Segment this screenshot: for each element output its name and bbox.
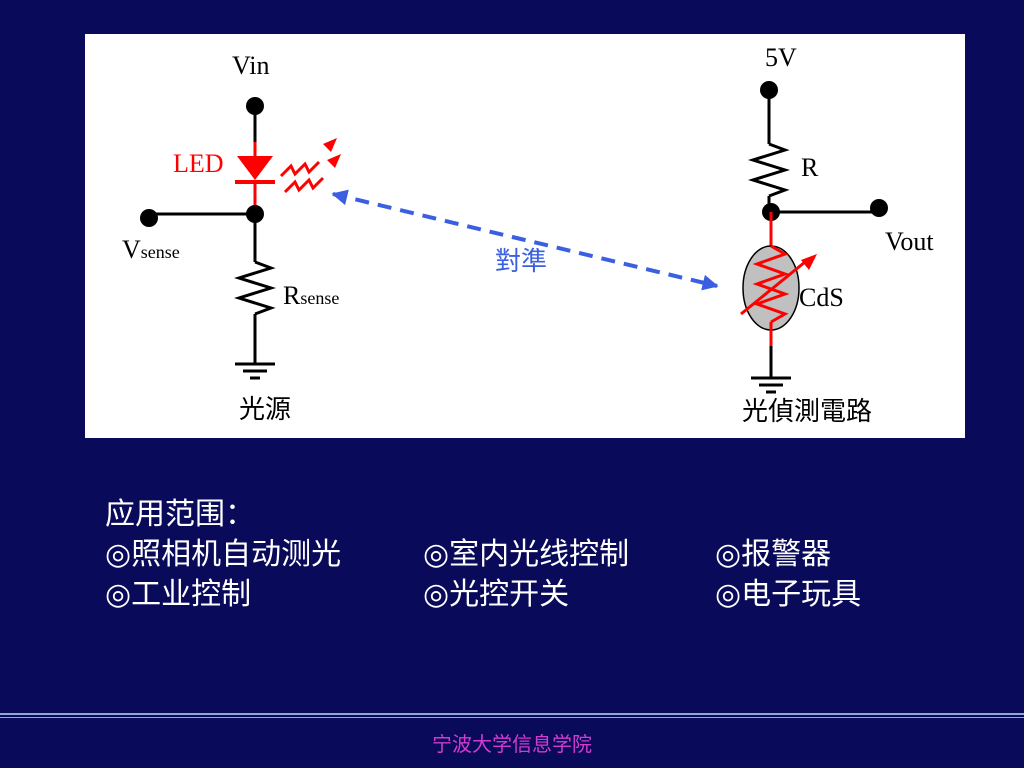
detection-circuit-caption: 光偵測電路 [742, 397, 872, 427]
supply-label: 5V [765, 43, 797, 72]
alignment-label: 對準 [495, 247, 547, 277]
ground-symbol-left [235, 362, 275, 380]
rsense-resistor [233, 260, 277, 316]
light-emission-icon [279, 138, 341, 194]
application-item: ◎电子玩具 [715, 577, 862, 612]
vsense-label: Vsense [122, 235, 180, 264]
circuit-diagram: Vin LED Vsense [85, 34, 965, 438]
application-item: ◎光控开关 [423, 577, 570, 612]
application-heading: 应用范围： [105, 497, 255, 532]
resistor-label: R [801, 153, 819, 182]
footer-divider [0, 713, 1024, 721]
vin-label: Vin [232, 51, 269, 80]
led-symbol [235, 142, 275, 214]
vout-label: Vout [885, 227, 934, 256]
application-heading-row: 应用范围： [105, 495, 985, 535]
vsense-terminal [140, 209, 158, 227]
footer-institution: 宁波大学信息学院 [432, 732, 592, 756]
light-source-caption: 光源 [239, 395, 291, 425]
application-item: ◎报警器 [715, 537, 832, 572]
application-item: ◎室内光线控制 [423, 537, 630, 572]
led-label: LED [173, 149, 224, 178]
application-row: ◎照相机自动测光 ◎室内光线控制 ◎报警器 [105, 535, 985, 575]
cds-photoresistor [740, 212, 817, 346]
ground-symbol-right [751, 376, 791, 394]
rsense-label: Rsense [283, 281, 339, 310]
light-source-circuit: Vin LED Vsense [122, 51, 341, 425]
application-list: 应用范围： ◎照相机自动测光 ◎室内光线控制 ◎报警器 ◎工业控制 ◎光控开关 … [105, 495, 985, 615]
application-row: ◎工业控制 ◎光控开关 ◎电子玩具 [105, 575, 985, 615]
application-item: ◎照相机自动测光 [105, 537, 342, 572]
alignment-arrow: 對準 [331, 189, 719, 291]
vout-terminal [870, 199, 888, 217]
cds-label: CdS [799, 283, 844, 312]
application-item: ◎工业控制 [105, 577, 252, 612]
pullup-resistor [747, 142, 791, 198]
light-detection-circuit: 5V R Vout CdS [740, 43, 934, 427]
